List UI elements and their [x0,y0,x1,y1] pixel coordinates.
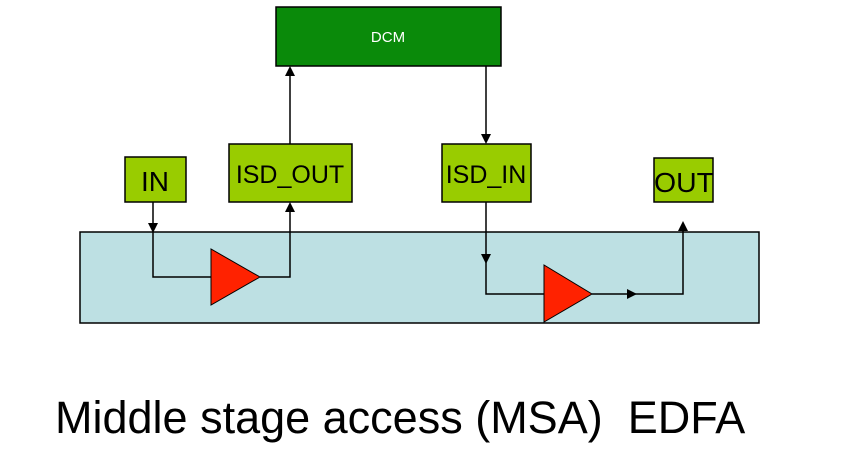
in-port-box [124,156,187,203]
arrow-amp1-to-isd-out [260,202,295,278]
diagram-caption: Middle stage access (MSA) EDFA [55,392,746,443]
dcm-label: DCM [371,29,405,46]
isd-out-port-label: ISD_OUT [236,161,344,189]
out-port-box [653,157,714,203]
arrow-to-out [632,221,688,295]
out-port-label: OUT [654,167,714,198]
line-in-to-amp1 [152,230,211,278]
line-isd-in-to-amp2 [485,259,544,295]
dcm-box [275,6,502,67]
in-port-label: IN [141,166,169,197]
isd-in-port-box [441,143,532,203]
isd-in-port-label: ISD_IN [446,161,527,189]
